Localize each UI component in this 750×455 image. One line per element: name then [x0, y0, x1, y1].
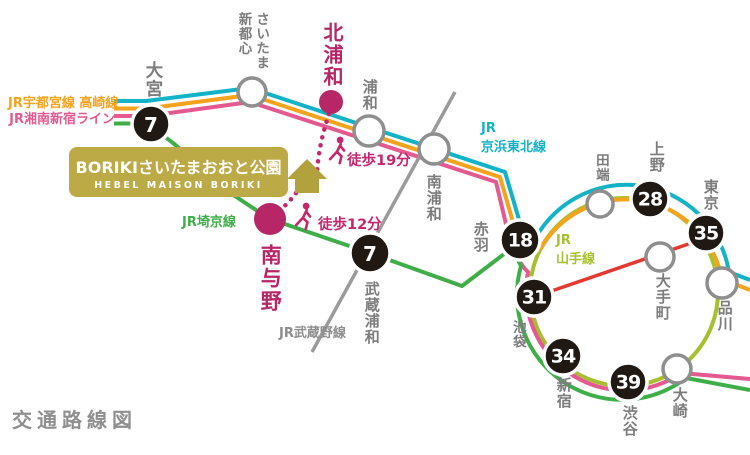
line-label-keihin-tohoku: JR 京浜東北線 — [481, 121, 547, 155]
station-label-shinjuku: 新宿 — [554, 377, 573, 409]
station-label-osaki: 大崎 — [670, 387, 689, 419]
station-number-ueno: 28 — [637, 188, 663, 211]
station-label-tabata: 田端 — [592, 153, 609, 182]
station-label-musashi-urawa: 武蔵浦和 — [362, 281, 381, 345]
line-label-shonan-shinjuku: JR湘南新宿ライン — [9, 112, 115, 127]
line-label-yamanote: JR 山手線 — [556, 233, 596, 267]
station-number-shinjuku: 34 — [550, 345, 576, 368]
station-number-shibuya: 39 — [615, 371, 641, 394]
house-icon — [287, 159, 327, 193]
station-kita-urawa — [319, 90, 343, 114]
marunouchi-line — [536, 237, 704, 298]
station-label-omiya: 大宮 — [142, 61, 163, 98]
walk-path-minami-yono — [272, 190, 299, 218]
station-osaki — [661, 353, 693, 385]
station-number-ikebukuro: 31 — [521, 286, 547, 309]
walking-person-icon — [328, 136, 346, 165]
property-subtitle: HEBEL MAISON BORIKI — [94, 179, 263, 191]
station-number-musashi-urawa: 7 — [363, 242, 377, 266]
walk-path-kita-urawa — [314, 111, 332, 177]
station-label-kita-urawa: 北浦和 — [320, 22, 344, 88]
station-label-minami-yono: 南与野 — [258, 244, 283, 313]
walking-person-icon — [294, 202, 312, 231]
station-label-saitama-shintoshin: さいたま 新都心 — [235, 12, 270, 70]
station-shibuya — [607, 361, 649, 403]
station-tokyo — [685, 212, 727, 254]
station-number-omiya: 7 — [144, 113, 158, 137]
station-ueno — [629, 178, 671, 220]
station-shinjuku — [542, 335, 584, 377]
station-akabane — [498, 218, 542, 262]
walk-time-label: 徒歩19分 — [347, 153, 411, 169]
station-musashi-urawa — [348, 231, 392, 275]
station-label-ueno: 上野 — [647, 141, 666, 173]
station-shinagawa — [705, 266, 739, 300]
station-label-urawa: 浦和 — [360, 79, 379, 111]
line-label-utsunomiya-takasaki: JR宇都宮線 高崎線 — [8, 96, 119, 111]
station-minami-urawa — [417, 132, 451, 166]
station-number-tokyo: 35 — [693, 222, 719, 245]
map-title: 交通路線図 — [12, 408, 137, 432]
station-otemachi — [644, 241, 676, 273]
station-label-minami-urawa: 南浦和 — [424, 174, 443, 222]
station-minami-yono — [254, 203, 286, 235]
property-card: BORIKIさいたまおおと公園 HEBEL MAISON BORIKI — [69, 147, 288, 197]
station-label-akabane: 赤羽 — [471, 221, 490, 253]
station-urawa — [352, 114, 386, 148]
station-label-tokyo: 東京 — [701, 179, 720, 211]
station-label-shibuya: 渋谷 — [620, 405, 639, 437]
station-saitama-shintoshin — [236, 76, 268, 108]
line-label-musashino: JR武蔵野線 — [279, 326, 346, 341]
station-ikebukuro — [513, 276, 555, 318]
station-label-shinagawa: 品川 — [715, 300, 734, 332]
line-label-saikyo: JR埼京線 — [182, 215, 236, 230]
station-label-ikebukuro: 池袋 — [509, 320, 526, 349]
property-name: BORIKIさいたまおおと公園 — [75, 157, 282, 177]
station-label-otemachi: 大手町 — [653, 273, 672, 321]
station-number-akabane: 18 — [507, 229, 533, 252]
walk-time-label: 徒歩12分 — [318, 217, 382, 233]
station-omiya — [130, 103, 172, 145]
station-tabata — [585, 189, 615, 219]
